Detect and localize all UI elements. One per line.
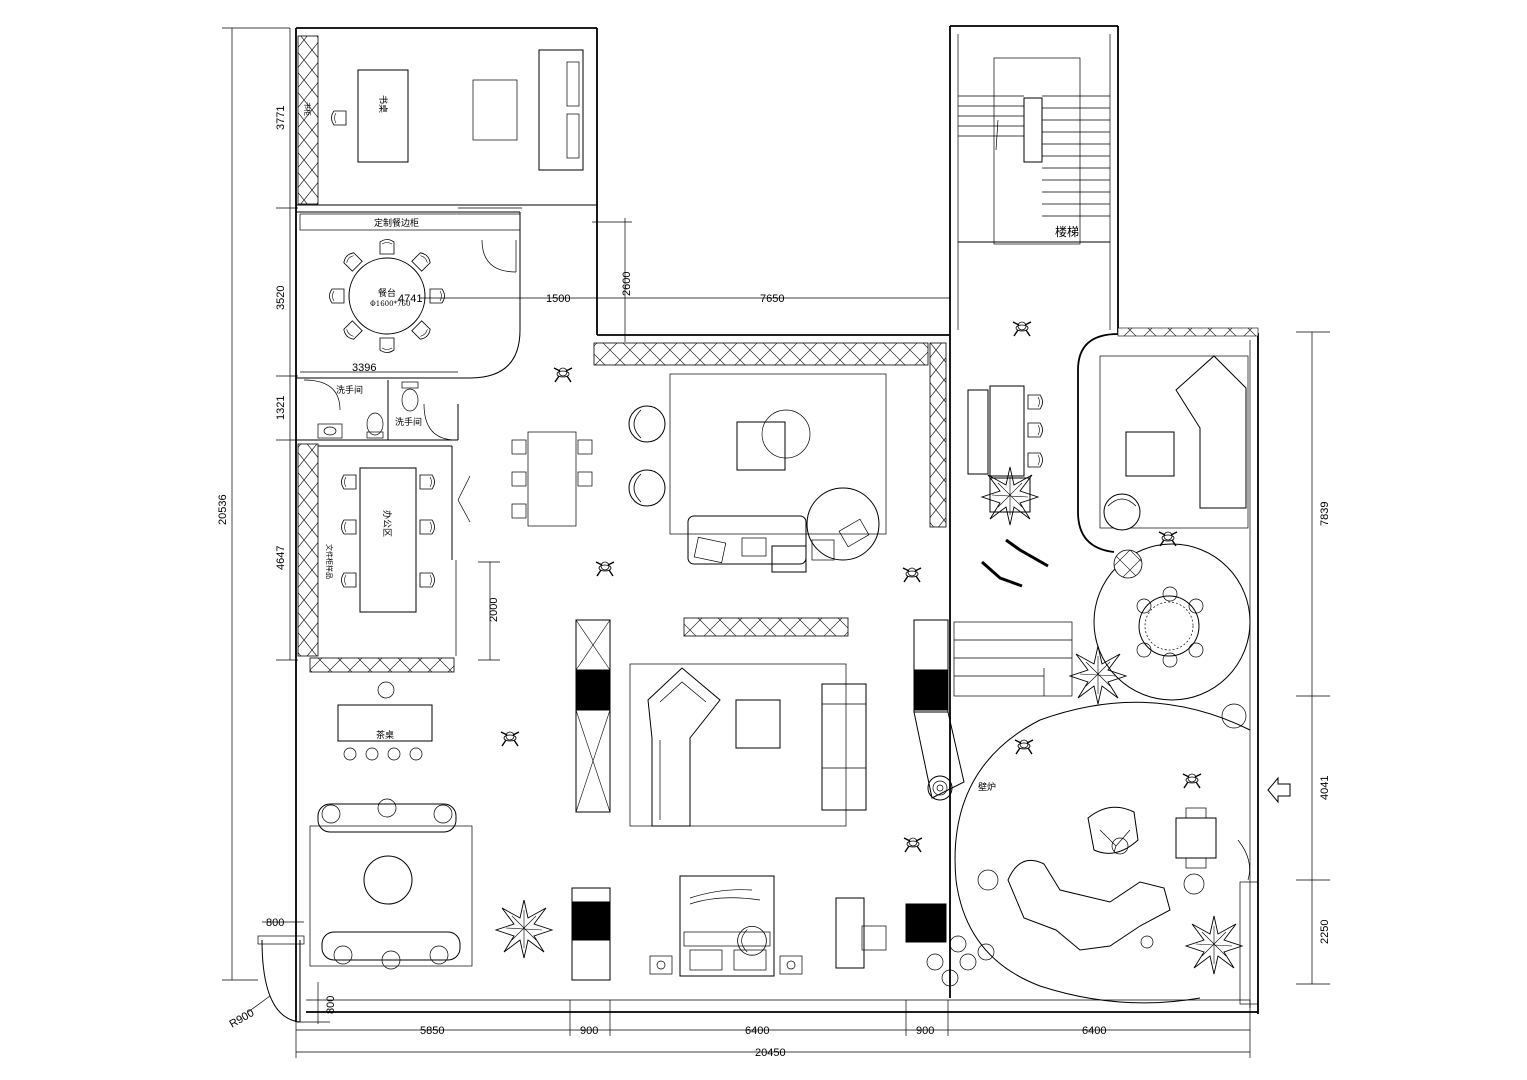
bottom-row-furniture	[495, 875, 995, 987]
dim-bottom-seg-1: 5850	[420, 1025, 444, 1037]
dim-bottom-seg-5: 6400	[1082, 1025, 1106, 1037]
dim-office-height: 4647	[275, 546, 287, 570]
tea-table	[337, 704, 433, 742]
round-lounge	[954, 701, 1259, 1005]
entrance-door	[257, 935, 305, 1023]
file-cabinet-label: 文件柜样品	[325, 544, 334, 579]
right-upper-room	[1069, 327, 1259, 705]
dim-dining-height: 3520	[275, 286, 287, 310]
fireplace-label: 壁炉	[978, 781, 996, 793]
restroom-2-label: 洗手间	[395, 416, 422, 428]
dim-office-opening: 2000	[488, 598, 500, 622]
dimension-lines	[222, 27, 1330, 1058]
dim-upper-wall-length: 7650	[760, 293, 784, 305]
study-room	[296, 35, 597, 213]
stair-treads	[958, 95, 1110, 217]
dim-dining-width: 3396	[352, 362, 376, 374]
office-area	[297, 443, 471, 673]
dining-table-size-label: Φ1600*760	[370, 300, 410, 308]
staircase	[958, 57, 1110, 245]
sideboard-label: 定制餐边柜	[374, 217, 419, 229]
study-shelf-label: 书柜	[303, 102, 312, 116]
people-symbols	[500, 321, 1202, 853]
middle-lounge	[575, 619, 1073, 956]
dim-entry-width: 800	[266, 917, 284, 929]
dim-entry-depth: 800	[325, 996, 337, 1014]
dim-corridor-gap: 1500	[546, 293, 570, 305]
dining-table	[348, 257, 426, 335]
dim-right-upper: 7839	[1319, 502, 1331, 526]
study-desk-label: 书桌	[377, 95, 389, 113]
round-coffee-table	[363, 855, 413, 905]
tea-area	[337, 681, 433, 761]
lower-left-lounge	[309, 798, 473, 970]
stair-lounge	[967, 385, 1043, 526]
tea-table-label: 茶桌	[376, 729, 394, 741]
dining-table-label: 餐台	[378, 287, 396, 299]
study-desk	[357, 69, 409, 163]
toilet-1	[366, 412, 384, 436]
staircase-label: 楼梯	[1055, 224, 1079, 239]
restroom-1-label: 洗手间	[336, 384, 363, 396]
hatched-partitions	[593, 342, 947, 637]
office-table	[359, 467, 417, 613]
restrooms	[296, 379, 459, 441]
toilet-2	[401, 388, 419, 412]
dim-total-width: 20450	[755, 1047, 786, 1059]
dim-bottom-seg-4: 900	[916, 1025, 934, 1037]
dim-door-radius: R900	[228, 1007, 257, 1031]
exterior-walls	[295, 25, 1259, 1023]
study-rug	[472, 79, 518, 141]
dim-bottom-seg-2: 900	[580, 1025, 598, 1037]
study-sofa	[538, 49, 584, 171]
office-label: 办公区	[381, 510, 393, 537]
dim-right-lower: 2250	[1319, 920, 1331, 944]
dim-restroom-height: 1321	[275, 396, 287, 420]
dim-total-height: 20536	[217, 494, 229, 525]
dim-right-middle: 4041	[1319, 776, 1331, 800]
dining-room	[296, 212, 521, 379]
central-lounge	[511, 373, 887, 573]
dim-upper-wall-offset: 2600	[621, 272, 633, 296]
dim-study-height: 3771	[275, 106, 287, 130]
entry-arrow-icon	[1267, 776, 1291, 804]
dim-bottom-seg-3: 6400	[745, 1025, 769, 1037]
dim-inner-4741: 4741	[398, 293, 422, 305]
